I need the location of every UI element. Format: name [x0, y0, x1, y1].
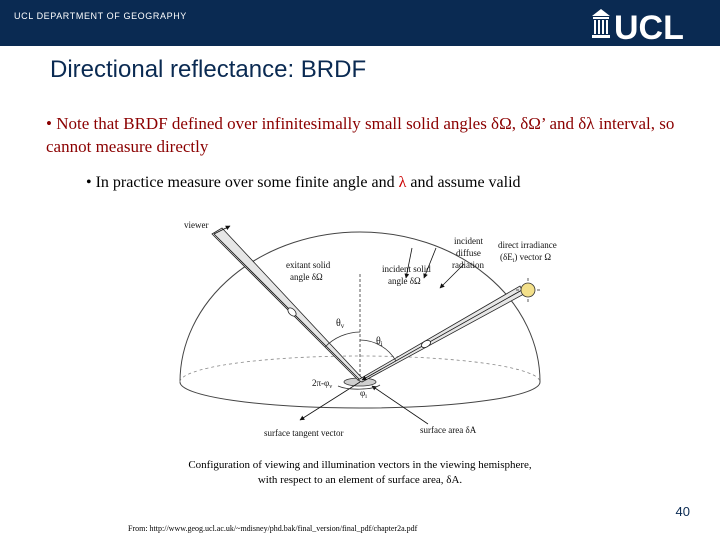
viewer-label: viewer [184, 220, 209, 230]
exitant-solid-angle-patch [287, 307, 297, 317]
bullet-practice-pre: • In practice measure over some finite a… [86, 174, 399, 191]
diffuse-arrow-3 [404, 247, 413, 279]
caption-line-2: with respect to an element of surface ar… [257, 474, 463, 486]
exitant-label-line2: angle δΩ [290, 272, 323, 282]
direct-irradiance-label-line1: direct irradiance [498, 240, 557, 250]
surface-tangent-line [299, 381, 361, 421]
hemisphere-front-rim [179, 381, 541, 409]
header-bar: UCL DEPARTMENT OF GEOGRAPHY UCL [0, 0, 720, 46]
diffuse-label-line1: incident [454, 236, 483, 246]
theta-i-label: θi [376, 336, 383, 348]
view-vector [213, 233, 361, 381]
page-number: 40 [675, 504, 690, 519]
figure-caption: Configuration of viewing and illuminatio… [150, 458, 570, 488]
sun-icon [516, 278, 540, 302]
bullet-practice: • In practice measure over some finite a… [86, 172, 686, 194]
exitant-label-line1: exitant solid [286, 260, 331, 270]
bullet-practice-lambda: λ [398, 174, 407, 191]
brdf-geometry-diagram: viewer exitant solid angle δΩ incident s… [179, 220, 557, 438]
azimuth-arc [337, 384, 381, 390]
hemisphere-back-rim [179, 355, 541, 383]
bullet-practice-post: and assume valid [406, 174, 521, 191]
diffuse-arrow-2 [423, 247, 437, 279]
incident-solid-label-line2: angle δΩ [388, 276, 421, 286]
logo-text: UCL [614, 9, 684, 42]
portico-icon [592, 9, 610, 38]
direct-irradiance-label-line2: (δEi) vector Ω [500, 252, 551, 264]
bullet-brdf-definition: • Note that BRDF defined over infinitesi… [46, 114, 675, 156]
irradiance-vector [361, 289, 523, 381]
diffuse-label-line3: radiation [452, 260, 484, 270]
department-name: UCL DEPARTMENT OF GEOGRAPHY [14, 11, 187, 21]
viewer-pointer [213, 225, 231, 235]
surface-tangent-label: surface tangent vector [264, 428, 343, 438]
theta-v-label: θv [336, 318, 345, 330]
slide-title: Directional reflectance: BRDF [50, 56, 367, 83]
incident-solid-angle-patch [421, 339, 431, 349]
surface-area-pointer [371, 385, 429, 425]
source-reference: From: http://www.geog.ucl.ac.uk/~mdisney… [128, 524, 418, 533]
incident-solid-label-line1: incident solid [382, 264, 431, 274]
ucl-logo: UCL [592, 9, 684, 42]
incident-solid-angle-beam [357, 285, 525, 383]
caption-line-1: Configuration of viewing and illuminatio… [188, 459, 532, 471]
diffuse-arrow-1 [439, 263, 465, 289]
azimuth-v-label: 2π-φv [312, 378, 332, 390]
exitant-solid-angle-beam [211, 227, 363, 381]
theta-i-arc [359, 339, 397, 362]
azimuth-i-label: φi [360, 388, 367, 400]
diffuse-label-line2: diffuse [456, 248, 481, 258]
surface-area-label: surface area δA [420, 425, 477, 435]
theta-v-arc [324, 331, 361, 348]
hemisphere-outline [179, 231, 541, 383]
